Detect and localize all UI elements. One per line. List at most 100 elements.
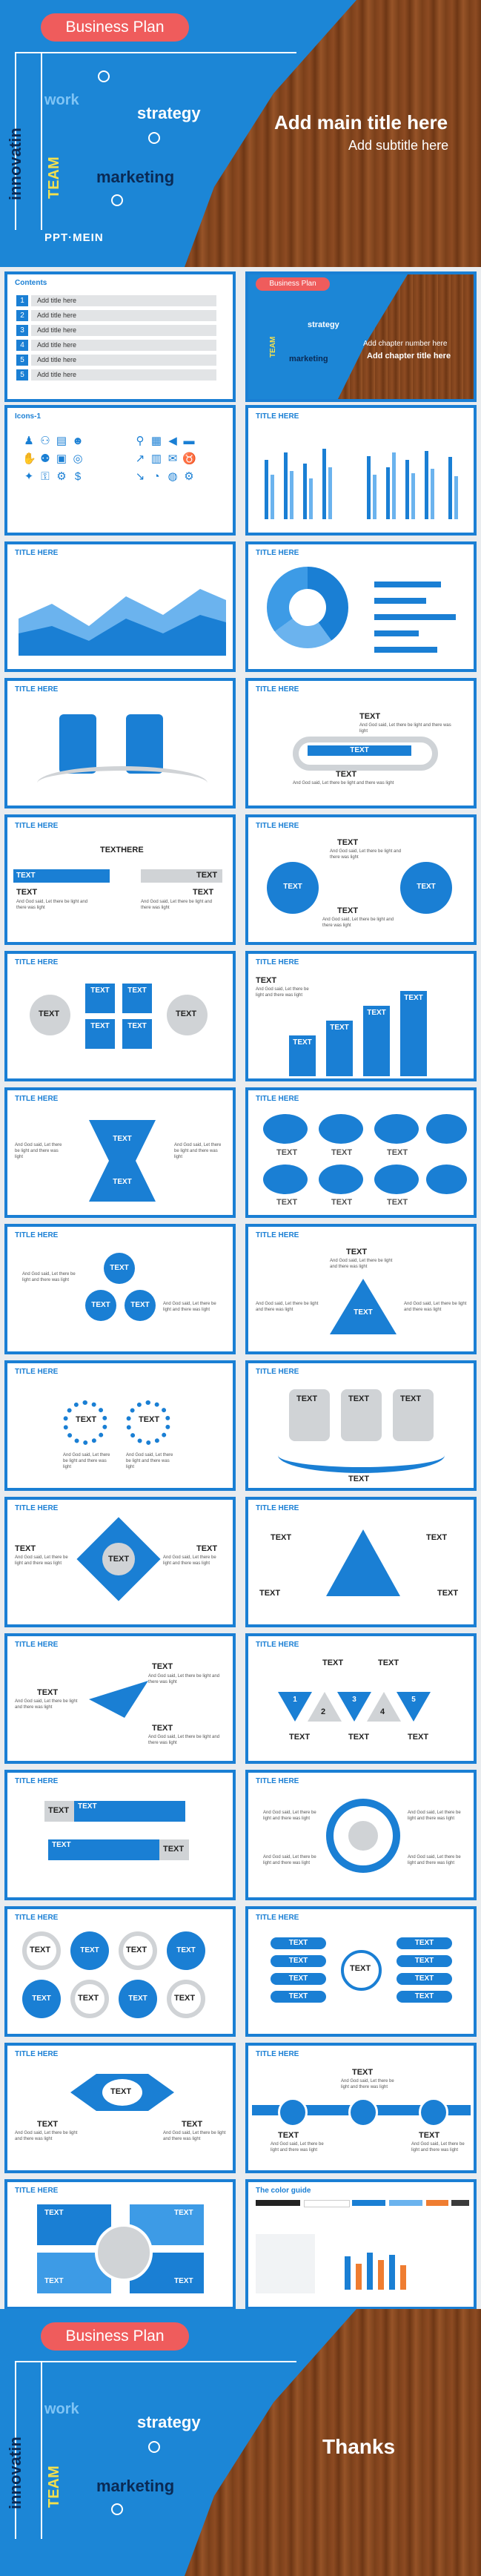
slide-title: TITLE HERE <box>15 549 59 557</box>
vertical-line <box>15 2361 16 2539</box>
text-label: TEXT <box>110 1264 129 1272</box>
x-shape <box>89 1120 156 1202</box>
text-label: TEXT <box>348 1475 370 1483</box>
text-label: TEXT <box>348 1394 370 1403</box>
ring <box>167 1980 205 2018</box>
text-label: TEXT <box>387 1198 408 1207</box>
arrow-band <box>74 1801 185 1822</box>
text-label: TEXT <box>196 871 218 880</box>
item-label: Add title here <box>31 355 216 366</box>
pill <box>397 1973 452 1985</box>
bar <box>367 456 371 519</box>
text-label: TEXT <box>346 1248 368 1256</box>
vertical-line <box>41 2361 42 2539</box>
numbered-triangles-slide: TITLE HERE TEXT TEXT 1 2 3 4 5 TEXT TEXT… <box>245 1633 477 1764</box>
ring <box>22 1931 61 1970</box>
bubbles-slide: TITLE HERE TEXT TEXT TEXT TEXT TEXT TEXT <box>245 1087 477 1218</box>
text-label: TEXT <box>271 1533 292 1542</box>
arrow-line <box>15 2361 296 2362</box>
globe-icon: ◍ <box>167 470 178 483</box>
text-label: TEXT <box>110 2087 132 2096</box>
cycle-slide: TITLE HERE And God said, Let there be li… <box>245 1770 477 1900</box>
strategy-word: strategy <box>137 104 201 122</box>
text-label: TEXT <box>37 2120 59 2129</box>
hex-block <box>122 984 152 1013</box>
money-icon: ▦ <box>150 435 162 447</box>
text-label: TEXT <box>426 1533 448 1542</box>
circle <box>267 862 319 914</box>
color-guide-slide: The color guide <box>245 2179 477 2310</box>
slide-title: Icons-1 <box>15 412 42 421</box>
body-text: And God said, Let there be light and the… <box>63 1453 110 1469</box>
swot-slide: TITLE HERE TEXT TEXT TEXT TEXT <box>4 2179 236 2310</box>
arrow-tag <box>159 1839 189 1860</box>
item-label: Add title here <box>31 325 216 336</box>
cog-icon: ⚙ <box>184 470 194 483</box>
circle <box>400 862 452 914</box>
bull-icon: ♉ <box>182 452 196 465</box>
lightbulb-icon: ✦ <box>24 470 34 483</box>
ribbon-arrows-slide: TITLE HERE TEXT TEXT TEXT TEXT <box>4 1770 236 1900</box>
text-label: TEXT <box>359 712 381 721</box>
slide-title: TITLE HERE <box>15 1231 59 1239</box>
body-text: And God said, Let there be light and the… <box>271 2142 324 2152</box>
team-word: TEAM <box>269 336 277 358</box>
text-label: TEXT <box>414 1957 434 1965</box>
hbar <box>374 614 456 620</box>
text-label: TEXT <box>283 883 302 891</box>
textthere-label: TEXTHERE <box>100 846 144 854</box>
text-label: TEXT <box>176 1946 196 1954</box>
item-label: Add title here <box>31 340 216 351</box>
text-label: TEXT <box>174 2277 193 2285</box>
team-word: TEAM <box>46 2465 62 2508</box>
body-text: And God said, Let there be light and the… <box>163 1555 216 1566</box>
node-dot <box>111 2503 123 2515</box>
text-label: TEXT <box>174 2209 193 2217</box>
text-label: TEXT <box>414 1974 434 1983</box>
business-plan-pill: Business Plan <box>256 277 330 291</box>
text-label: TEXT <box>108 1555 130 1564</box>
text-label: TEXT <box>256 976 277 985</box>
slide-title: TITLE HERE <box>15 1368 59 1376</box>
text-label: TEXT <box>276 1148 298 1157</box>
eye-center <box>102 2079 142 2106</box>
text-label: TEXT <box>76 1415 97 1424</box>
text-label: TEXT <box>30 1946 51 1954</box>
ring-shape <box>293 737 438 771</box>
body-text: And God said, Let there be light and the… <box>141 900 213 910</box>
arrow-column <box>326 1021 353 1076</box>
body-text: And God said, Let there be light and the… <box>359 723 451 734</box>
bar <box>405 460 409 519</box>
text-label: TEXT <box>39 1009 60 1018</box>
slide-title: TITLE HERE <box>256 1368 299 1376</box>
pyramid-shape <box>326 1529 400 1596</box>
arc-shape <box>278 1437 445 1473</box>
text-label: TEXT <box>130 1301 150 1309</box>
body-text: And God said, Let there be light and the… <box>263 1811 316 1821</box>
arrow-column <box>400 991 427 1076</box>
step-number: 2 <box>321 1707 326 1716</box>
hbar <box>374 630 419 636</box>
body-text: And God said, Let there be light and the… <box>408 1855 461 1865</box>
color-swatch <box>451 2200 469 2206</box>
triangle-shape <box>308 1692 342 1722</box>
dollar-icon: $ <box>74 470 82 483</box>
slide-title: TITLE HERE <box>256 1504 299 1512</box>
text-label: TEXT <box>182 2120 203 2129</box>
body-text: And God said, Let there be light and the… <box>22 1272 76 1282</box>
dot-ring <box>126 1400 170 1445</box>
chart-icon: ▤ <box>56 435 67 447</box>
text-label: TEXT <box>414 1992 434 2000</box>
body-text: And God said, Let there be light and the… <box>148 1674 220 1684</box>
text-label: TEXT <box>32 1994 51 2003</box>
slide-title: TITLE HERE <box>256 822 299 830</box>
hbar <box>374 598 426 604</box>
text-label: TEXT <box>78 1994 99 2003</box>
column-card <box>289 1389 330 1441</box>
